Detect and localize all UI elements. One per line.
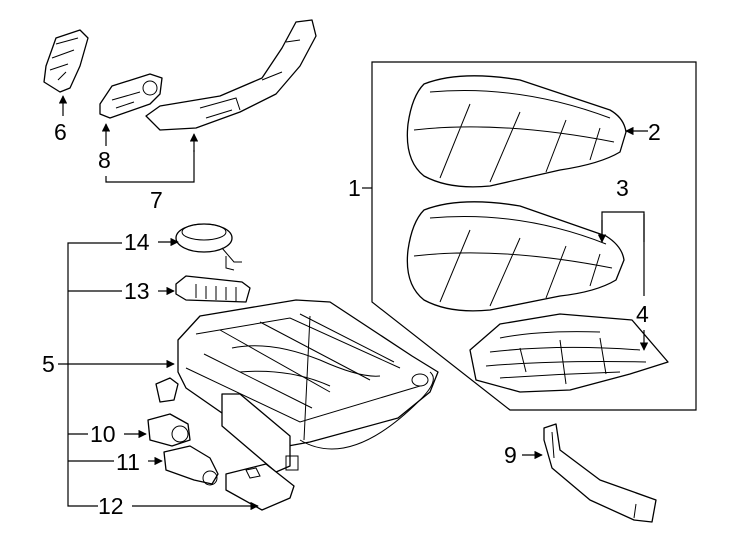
callout-8: 8 — [98, 123, 111, 173]
callout-12: 12 — [98, 493, 259, 519]
callout-label-5: 5 — [42, 351, 55, 377]
callout-label-12: 12 — [98, 493, 124, 519]
callout-label-13: 13 — [124, 278, 150, 304]
part-8-switch-bezel[interactable] — [99, 73, 163, 119]
cushion-assembly-box — [371, 61, 697, 411]
part-5-seat-frame[interactable] — [155, 299, 439, 473]
callout-7: 7 — [105, 133, 199, 213]
callout-label-3: 3 — [616, 175, 629, 201]
callout-label-2: 2 — [648, 119, 661, 145]
callout-4: 4 — [636, 214, 649, 351]
part-7-side-shield[interactable] — [145, 19, 317, 131]
part-12-control-module[interactable] — [225, 463, 295, 511]
part-9-trim-strip[interactable] — [543, 423, 657, 523]
callout-label-14: 14 — [124, 229, 150, 255]
callout-label-7: 7 — [150, 187, 163, 213]
callout-3: 3 — [597, 175, 645, 243]
part-10-motor[interactable] — [147, 413, 191, 447]
callout-10: 10 — [90, 421, 147, 447]
callout-14: 14 — [124, 229, 179, 255]
callout-5: 5 — [42, 351, 175, 377]
callout-label-11: 11 — [116, 449, 140, 475]
part-13-control-module[interactable] — [175, 275, 251, 303]
callout-label-1: 1 — [348, 175, 361, 201]
callout-label-4: 4 — [636, 301, 649, 327]
callout-1: 1 — [348, 175, 372, 201]
callout-13: 13 — [124, 278, 175, 304]
part-11-motor[interactable] — [163, 445, 219, 486]
part-14-motor[interactable] — [175, 223, 242, 271]
callout-6: 6 — [54, 95, 68, 145]
callout-2: 2 — [625, 119, 661, 145]
group-bracket-frame-components — [67, 242, 122, 507]
callout-label-8: 8 — [98, 147, 111, 173]
part-3-cushion-pad[interactable] — [406, 201, 625, 312]
part-2-cushion-cover[interactable] — [406, 75, 627, 188]
callout-9: 9 — [504, 442, 543, 468]
callout-label-10: 10 — [90, 421, 116, 447]
callout-label-6: 6 — [54, 119, 67, 145]
part-4-heater-mat[interactable] — [469, 313, 669, 393]
part-6-trim-cover[interactable] — [43, 29, 89, 93]
callout-label-9: 9 — [504, 442, 517, 468]
callout-11: 11 — [116, 449, 163, 475]
